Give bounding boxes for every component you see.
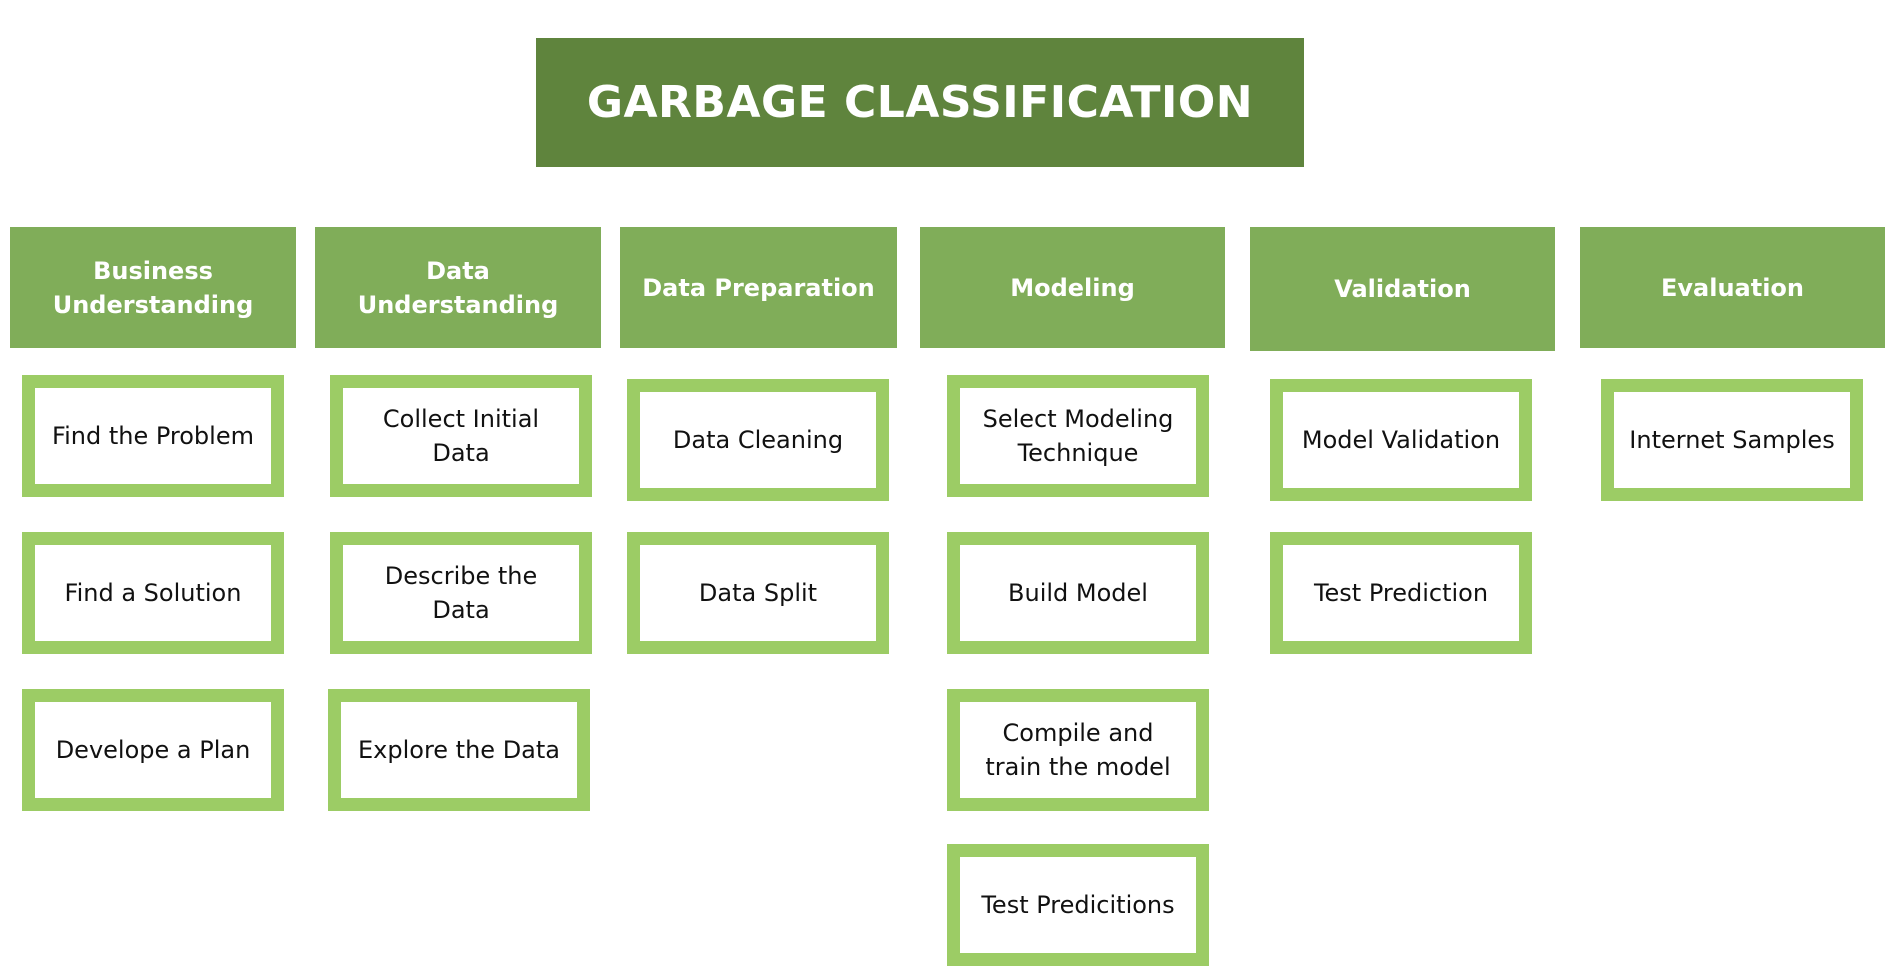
task-model-validation: Model Validation [1270,379,1532,501]
phase-evaluation: Evaluation [1580,227,1885,348]
task-internet-samples: Internet Samples [1601,379,1863,501]
task-find-the-problem: Find the Problem [22,375,284,497]
task-build-model: Build Model [947,532,1209,654]
task-test-prediction: Test Prediction [1270,532,1532,654]
task-test-predicitions: Test Predicitions [947,844,1209,966]
task-find-a-solution: Find a Solution [22,532,284,654]
task-data-split: Data Split [627,532,889,654]
diagram-title: GARBAGE CLASSIFICATION [536,38,1304,167]
phase-validation: Validation [1250,227,1555,351]
phase-data-preparation: Data Preparation [620,227,897,348]
task-collect-initial-data: Collect Initial Data [330,375,592,497]
task-select-modeling-technique: Select Modeling Technique [947,375,1209,497]
task-compile-and-train-the-model: Compile and train the model [947,689,1209,811]
task-develope-a-plan: Develope a Plan [22,689,284,811]
task-describe-the-data: Describe the Data [330,532,592,654]
task-data-cleaning: Data Cleaning [627,379,889,501]
phase-business-understanding: Business Understanding [10,227,296,348]
phase-data-understanding: Data Understanding [315,227,601,348]
phase-modeling: Modeling [920,227,1225,348]
task-explore-the-data: Explore the Data [328,689,590,811]
